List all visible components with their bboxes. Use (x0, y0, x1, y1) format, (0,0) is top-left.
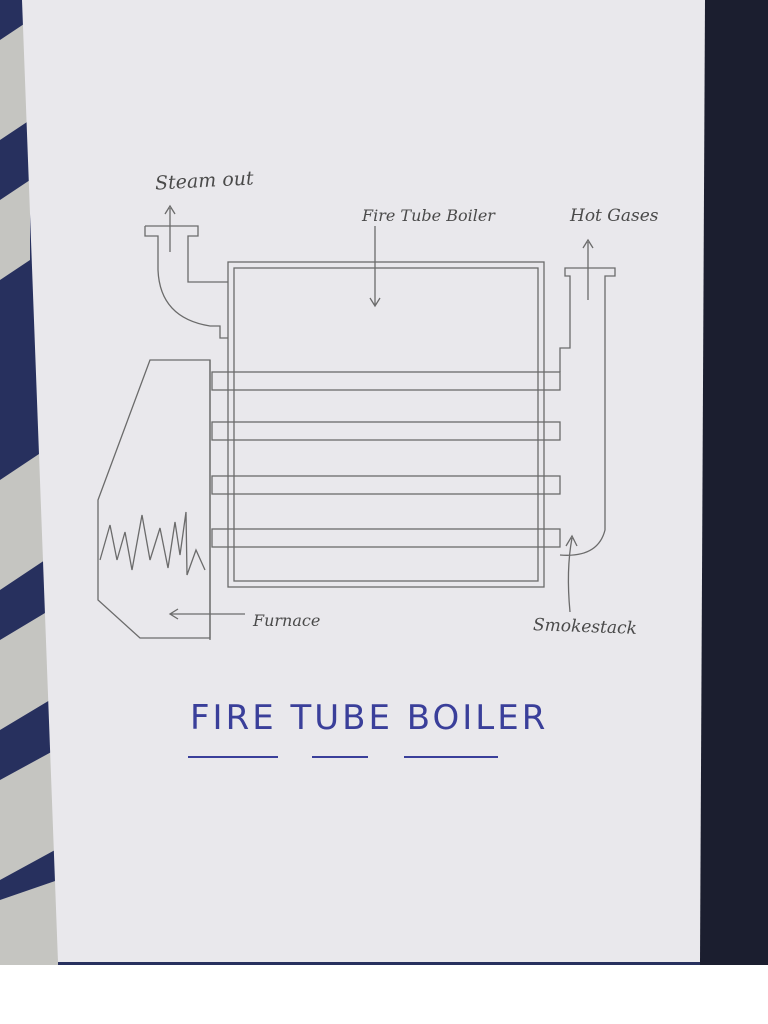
label-smokestack: Smokestack (532, 615, 638, 639)
smokestack-arrow (565, 534, 578, 613)
boiler-shell-inner (233, 267, 539, 582)
furnace-housing (97, 359, 211, 640)
smokestack (559, 238, 616, 556)
boiler-drawing (97, 204, 616, 640)
fire-tubes (211, 371, 561, 548)
paper-sheet (22, 0, 705, 962)
label-hot-gases: Hot Gases (570, 206, 659, 226)
flames (99, 511, 206, 576)
diagram-title: FIRE TUBE BOILER (190, 698, 549, 738)
label-furnace: Furnace (253, 611, 321, 630)
mat-pattern (0, 0, 768, 965)
furnace-arrow (168, 608, 245, 620)
blank-margin (0, 965, 768, 1024)
boiler-shell (227, 261, 545, 588)
title-underline-1 (188, 756, 278, 758)
steam-outlet-pipe (144, 204, 228, 339)
title-underline-3 (404, 756, 498, 758)
boiler-arrow (369, 226, 381, 308)
title-underline-2 (312, 756, 368, 758)
label-fire-tube-boiler: Fire Tube Boiler (362, 206, 495, 225)
